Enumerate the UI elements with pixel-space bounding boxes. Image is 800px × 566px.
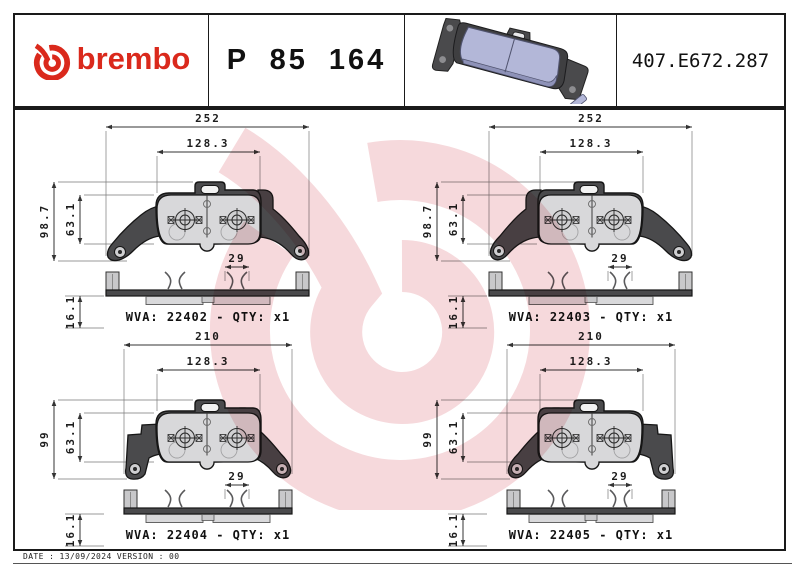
pad-drawing-bottom-left: 210 128.3 99 63.1 29 16.1 WVA: 22404 - Q… <box>15 328 401 549</box>
dim-pad-width: 128.3 <box>569 137 613 150</box>
dim-overall-height: 98.7 <box>38 203 51 239</box>
wva-label: WVA: 22402 - QTY: x1 <box>125 310 291 324</box>
footer-date-version: DATE : 13/09/2024 VERSION : 00 <box>23 552 180 561</box>
dim-overall-width: 252 <box>578 112 604 125</box>
wva-label: WVA: 22403 - QTY: x1 <box>508 310 674 324</box>
wva-label: WVA: 22405 - QTY: x1 <box>508 528 674 542</box>
dim-overall-height: 99 <box>421 430 434 448</box>
dim-pad-height: 63.1 <box>447 419 460 455</box>
header-cell-brand: brembo <box>15 15 209 106</box>
dim-overall-height: 98.7 <box>421 203 434 239</box>
brembo-logo-icon <box>33 43 70 80</box>
dim-clip-width: 29 <box>228 470 246 483</box>
dim-clip-width: 29 <box>611 470 629 483</box>
pad-drawing-top-left: 252 128.3 98.7 63.1 29 16.1 WVA: 22402 -… <box>15 110 401 331</box>
dim-pad-height: 63.1 <box>447 201 460 237</box>
dim-overall-width: 210 <box>578 330 604 343</box>
header-table: brembo P 85 164 <box>13 13 786 108</box>
dim-overall-width: 210 <box>195 330 221 343</box>
header-cell-product-image <box>405 15 617 106</box>
part-number: P 85 164 <box>226 44 387 76</box>
dim-clip-width: 29 <box>228 252 246 265</box>
drawing-area: 252 128.3 98.7 63.1 29 16.1 WVA: 22402 -… <box>13 108 786 551</box>
header-cell-part-number: P 85 164 <box>209 15 405 106</box>
dim-clip-width: 29 <box>611 252 629 265</box>
wva-label: WVA: 22404 - QTY: x1 <box>125 528 291 542</box>
dim-pad-height: 63.1 <box>64 201 77 237</box>
header-cell-reference: 407.E672.287 <box>617 15 784 106</box>
reference-code: 407.E672.287 <box>631 49 770 72</box>
brand-wordmark: brembo <box>76 41 191 76</box>
dim-overall-height: 99 <box>38 430 51 448</box>
brake-pad-3d-image <box>431 17 589 104</box>
pad-drawing-bottom-right: 210 128.3 99 63.1 29 16.1 WVA: 22405 - Q… <box>398 328 784 549</box>
footer-rule <box>13 563 792 564</box>
pad-drawing-top-right: 252 128.3 98.7 63.1 29 16.1 WVA: 22403 -… <box>398 110 784 331</box>
dim-overall-width: 252 <box>195 112 221 125</box>
dim-pad-height: 63.1 <box>64 419 77 455</box>
dim-pad-width: 128.3 <box>569 355 613 368</box>
dim-pad-width: 128.3 <box>186 355 230 368</box>
dim-pad-width: 128.3 <box>186 137 230 150</box>
